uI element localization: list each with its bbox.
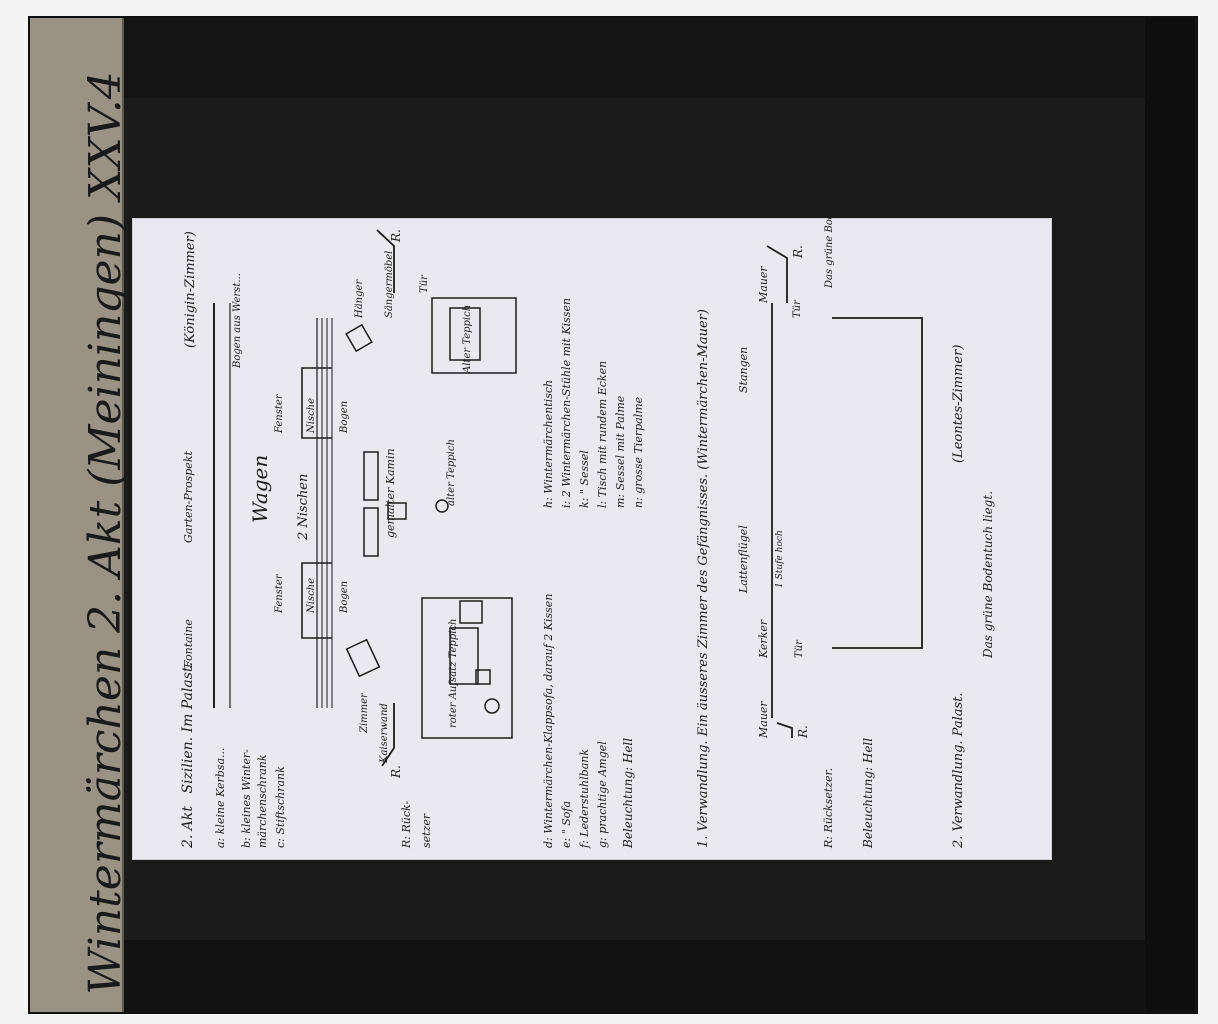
legend-mid-right-5: m: Sessel mit Palme (614, 395, 627, 508)
one-step-label: 1 Stufe hoch (775, 530, 785, 588)
door-label: Tür (419, 274, 430, 293)
legend-mid-left-4: g: prachtige Amgel (596, 741, 609, 848)
legend-top-6: setzer (420, 813, 433, 848)
legend-mid-right-4: l: Tisch mit rundem Ecken (596, 361, 609, 508)
legend-mid-right-6: n: grosse Tierpalme (632, 396, 645, 508)
legend-mid-left-1: d: Wintermärchen-Klappsofa, darauf 2 Kis… (542, 594, 555, 848)
legend-top-5: R: Rück- (400, 801, 413, 849)
slide-mask-bottom (122, 940, 1145, 1012)
act-heading: 2. Akt Sizilien. Im Palast. (180, 662, 196, 849)
legend-mid-left-3: f: Lederstuhlbank (578, 749, 591, 849)
legend-top-4: c: Stiftschrank (274, 766, 287, 848)
legend-mid-left-2: e: " Sofa (560, 801, 573, 848)
upper-legend: 2. Akt Sizilien. Im Palast. a: kleine Ke… (180, 662, 433, 849)
hanger-label: Hänger (354, 279, 365, 319)
middle-legend: d: Wintermärchen-Klappsofa, darauf 2 Kis… (542, 298, 645, 849)
arch-from-label: Bogen aus Werst... (232, 273, 243, 369)
leonti-room-label: (Leontes-Zimmer) (951, 345, 966, 463)
fireplace-label: gemalter Kamin (384, 448, 397, 538)
r-left-label: R. (389, 765, 403, 779)
window-left-label: Fenster (274, 573, 285, 614)
slide-mask-right (1145, 18, 1195, 1012)
old-carpet-label: Alter Teppich (462, 305, 473, 374)
door-right-label: Tür (792, 299, 803, 318)
upper-stage-plan: Fenster Nische Bogen Fenster Nische Boge… (182, 229, 517, 779)
r-lower-right-label: R. (791, 245, 805, 259)
slide-label-strip: Wintermärchen 2. Akt (Meiningen) XXV.4 (30, 18, 131, 1012)
legend-top-3: märchenschrank (256, 754, 269, 848)
r-lower-left-label: R. (796, 725, 810, 739)
wall-left-label: Mauer (757, 701, 770, 739)
lighting-1: Beleuchtung: Hell (621, 738, 635, 849)
change-2-heading: 2. Verwandlung. Palast. (951, 692, 966, 849)
other-carpet-label: alter Teppich (446, 439, 457, 506)
queen-room-label: (Königin-Zimmer) (183, 231, 198, 348)
fountain-label: Fontaine (182, 619, 195, 669)
slide-label-text: Wintermärchen 2. Akt (Meiningen) XXV.4 (80, 71, 131, 995)
legend-mid-right-3: k: " Sessel (578, 450, 591, 508)
niche-right-label: Nische (306, 398, 317, 434)
r-right-label: R. (389, 229, 403, 243)
lighting-2: Beleuchtung: Hell (861, 738, 875, 849)
door-left-label: Tür (794, 639, 805, 658)
change-1-heading: 1. Verwandlung. Ein äusseres Zimmer des … (696, 309, 711, 848)
stage-plan-drawing: Fenster Nische Bogen Fenster Nische Boge… (180, 218, 995, 849)
bottom-section: 2. Verwandlung. Palast. Das grüne Bodent… (951, 345, 995, 849)
cellar-label: Kerker (757, 619, 770, 659)
rueck-lower-label: R: Rücksetzer. (822, 768, 835, 849)
legend-mid-right-1: h: Wintermärchentisch (542, 380, 555, 508)
green-cloth-2-label: Das grüne Bodentuch liegt. (981, 491, 995, 659)
legend-top-2: b: kleines Winter- (240, 749, 253, 848)
hanger-right-label: Sängermöbel (384, 251, 395, 318)
stage-plan-photo (132, 218, 1052, 860)
lower-stage-plan: 1. Verwandlung. Ein äusseres Zimmer des … (696, 218, 923, 849)
niche-left-label: Nische (306, 578, 317, 614)
backdrop-left-label: Kaiserwand (379, 703, 390, 764)
bars-label: Lattenflügel (737, 525, 750, 594)
carpet-label: roter Aufsatz Teppich (448, 619, 459, 728)
room-side-label: Zimmer (359, 692, 370, 734)
garden-label: Garten-Prospekt (182, 451, 195, 543)
legend-top-1: a: kleine Kerbsa... (214, 748, 227, 849)
wagon-label: Wagen (248, 455, 272, 523)
wall-right-label: Mauer (757, 266, 770, 304)
legend-mid-right-2: i: 2 Wintermärchen-Stühle mit Kissen (560, 298, 573, 508)
arch-left-label: Bogen (339, 581, 350, 614)
window-right-label: Fenster (274, 393, 285, 434)
rails-label: Stangen (737, 347, 750, 393)
green-cloth-label: Das grüne Bodentuch liegt. (824, 218, 835, 289)
slide-mask-top (122, 18, 1145, 98)
two-niches-label: 2 Nischen (296, 474, 311, 541)
arch-right-label: Bogen (339, 401, 350, 434)
